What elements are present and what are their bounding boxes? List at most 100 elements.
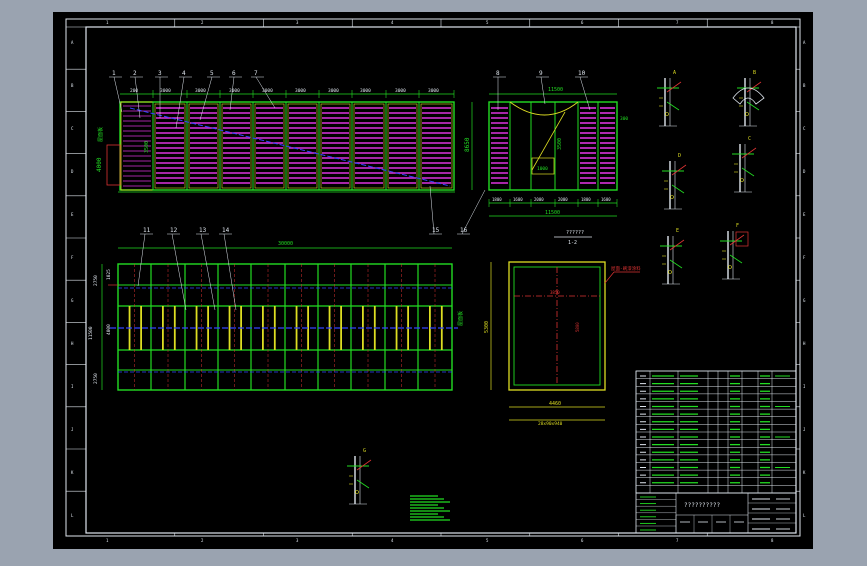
detail-bolt [745, 112, 749, 116]
side-bays [488, 101, 618, 191]
detail-A[interactable]: A [657, 70, 682, 127]
material-schedule[interactable] [635, 370, 797, 494]
detail-weld [669, 239, 685, 251]
side-total-dim: 11500 [545, 210, 560, 216]
side-door [531, 157, 555, 175]
side-bay [597, 101, 618, 191]
detail-D[interactable]: D [662, 153, 687, 210]
plan-callout-12-leader [171, 233, 187, 311]
section-height-dim: 5300 [484, 321, 490, 333]
detail-bolt [670, 195, 674, 199]
detail-label: G [363, 448, 366, 454]
detail-bolt [728, 265, 732, 269]
zone-row-J: J [71, 427, 73, 432]
detail-E[interactable]: E [660, 228, 685, 285]
section-view[interactable]: ?????? 1-2 3850 5800 屋面-刷漆涂料 5300 4460 2… [484, 230, 641, 427]
elevation-callout-7: 7 [254, 70, 258, 77]
section-subtitle: 1-2 [568, 240, 577, 246]
section-outer-wall [508, 261, 606, 391]
detail-label: D [678, 153, 681, 159]
side-callout-8: 8 [496, 70, 500, 77]
zone-col-bottom-8: 8 [771, 538, 774, 543]
zone-row-H: H [71, 341, 74, 346]
elevation-callout-4-leader [175, 76, 185, 129]
detail-curve [732, 87, 765, 105]
side-arch [509, 101, 579, 116]
detail-weld [746, 81, 762, 93]
elevation-slope-line [129, 107, 451, 187]
zone-col-bottom-3: 3 [296, 538, 299, 543]
section-width-dim: 4460 [549, 401, 561, 407]
zone-row-B: B [71, 83, 74, 88]
elevation-side-note: 屋面板 [97, 127, 104, 142]
detail-weld [729, 234, 745, 246]
zone-col-5: 5 [486, 20, 489, 25]
elevation-top-dim: 3000 [428, 88, 439, 94]
elevation-top-dim: 3000 [328, 88, 339, 94]
elevation-top-dim: 3000 [229, 88, 240, 94]
detail-F[interactable]: F [720, 223, 745, 280]
zone-row-I: I [71, 384, 74, 389]
zone-row-right-I: I [803, 384, 806, 389]
detail-gusset [729, 254, 743, 264]
zone-col-2: 2 [201, 20, 204, 25]
zone-row-K: K [71, 470, 74, 475]
detail-gusset [669, 259, 683, 269]
detail-gusset [741, 167, 755, 177]
elevation-bay-frame [221, 103, 252, 189]
side-callout-9-leader [540, 76, 546, 105]
side-height-dim: 8650 [464, 137, 471, 152]
zone-row-D: D [71, 169, 74, 174]
detail-G[interactable]: G [347, 448, 372, 505]
zone-row-right-A: A [803, 40, 806, 45]
elevation-callout-2: 2 [133, 70, 137, 77]
elevation-top-dim: 3000 [262, 88, 273, 94]
detail-bolt [355, 490, 359, 494]
elevation-top-dim: 3000 [295, 88, 306, 94]
side-brace [531, 111, 566, 171]
detail-label: A [673, 70, 676, 76]
plan-left-dim: 1025 [106, 269, 112, 280]
side-bottom-dim: 1600 [601, 197, 611, 202]
zone-col-1: 1 [106, 20, 109, 25]
detail-weld [356, 459, 372, 471]
plan-callout-14: 14 [222, 227, 230, 234]
plan-side-note: 屋面板 [457, 311, 464, 326]
elevation-inner-dim: 3500 [144, 141, 150, 153]
side-callout-16-leader [461, 189, 486, 235]
detail-weld [666, 81, 682, 93]
side-top-dim: 11500 [548, 87, 563, 93]
detail-C[interactable]: C [732, 136, 757, 193]
zone-row-A: A [71, 40, 74, 45]
side-callout-10-leader [579, 76, 591, 111]
detail-label: F [736, 223, 739, 229]
elevation-callout-7-leader [255, 76, 276, 109]
elevation-callout-5: 5 [210, 70, 214, 77]
zone-row-L: L [71, 513, 74, 518]
plan-callout-12: 12 [170, 227, 178, 234]
plan-left-dim: 4000 [106, 324, 112, 335]
detail-B[interactable]: B [737, 70, 762, 127]
connection-details[interactable]: A BC D E F G [347, 70, 765, 505]
elevation-callout-15: 15 [432, 227, 440, 234]
zone-col-4: 4 [391, 20, 394, 25]
zone-col-bottom-4: 4 [391, 538, 394, 543]
zone-col-3: 3 [296, 20, 299, 25]
title-block[interactable]: ?????????? [635, 492, 797, 534]
side-inner-dim-a: 3500 [557, 138, 563, 150]
elevation-callout-6-leader [229, 76, 235, 111]
section-inner-height: 5800 [575, 322, 580, 332]
elevation-callout-3: 3 [158, 70, 162, 77]
zone-col-bottom-1: 1 [106, 538, 109, 543]
side-inner-dim-b: 1000 [537, 166, 548, 172]
